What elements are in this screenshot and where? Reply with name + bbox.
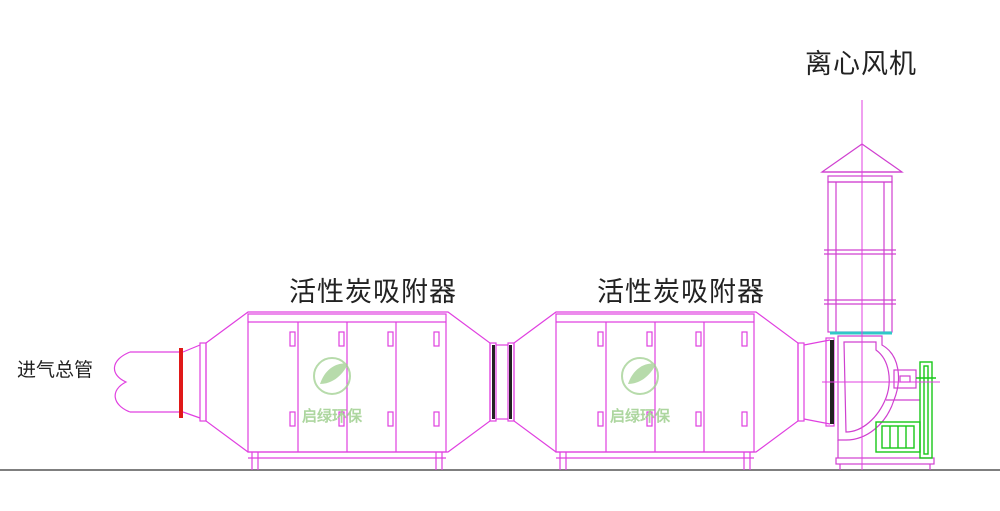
inlet-red-flange: [179, 348, 183, 418]
inlet-transition: [182, 342, 207, 422]
label-centrifugal-fan: 离心风机: [805, 49, 917, 80]
connector-flange-left: [492, 345, 495, 419]
label-adsorber-2: 活性炭吸附器: [597, 277, 765, 308]
watermark-logo-2: [621, 357, 659, 395]
watermark-logo-1: [313, 357, 351, 395]
connector-flange-right: [509, 345, 512, 419]
label-inlet-pipe: 进气总管: [17, 359, 94, 381]
watermark-text-1: 启绿环保: [302, 407, 363, 425]
fan-motor: [875, 361, 936, 459]
fan-volute: [835, 335, 935, 470]
label-adsorber-1: 活性炭吸附器: [289, 277, 457, 308]
adsorber-unit-2: [513, 311, 799, 470]
adsorber-unit-1: [205, 311, 491, 470]
inlet-pipe: [113, 351, 182, 413]
watermark-text-2: 启绿环保: [610, 407, 671, 425]
